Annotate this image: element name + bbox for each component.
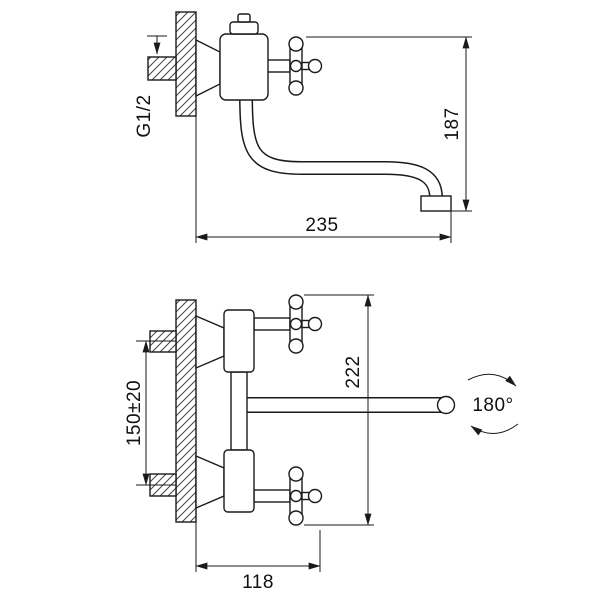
cross-handle-cold-icon <box>253 466 323 526</box>
wall-connector <box>147 56 177 81</box>
dim-235: 235 <box>195 116 452 243</box>
dim-187: 187 <box>306 36 472 212</box>
swivel-annotation: 180° <box>467 373 519 436</box>
dim-label-front-depth: 118 <box>242 572 274 593</box>
dim-118: 118 <box>195 522 321 593</box>
spout-aerator <box>420 195 452 212</box>
dim-label-top-height: 187 <box>442 107 463 140</box>
bonnet-screw <box>237 13 251 23</box>
spout-straight <box>238 395 456 415</box>
escutcheon <box>195 38 221 98</box>
dim-label-thread: G1/2 <box>134 94 155 137</box>
top-view: G1/2 187 235 <box>134 11 472 243</box>
thread-leader <box>147 35 167 55</box>
dim-150: 150±20 <box>124 340 176 486</box>
dim-label-swivel: 180° <box>472 395 513 416</box>
valve-bonnet <box>229 21 259 35</box>
valve-body-lower <box>223 449 255 513</box>
spout-curved <box>239 91 452 212</box>
dim-label-top-reach: 235 <box>305 215 338 236</box>
faucet-body <box>219 33 269 101</box>
dim-222: 222 <box>304 294 374 526</box>
escutcheon-upper <box>195 314 225 370</box>
body-tube <box>230 371 248 451</box>
valve-body-upper <box>223 309 255 373</box>
spout-tip <box>436 395 456 415</box>
front-view: 180° 150±20 222 118 <box>124 294 519 593</box>
dim-label-front-height: 222 <box>343 355 364 388</box>
escutcheon-lower <box>195 454 225 510</box>
wall-section-top-view <box>175 11 197 117</box>
wall-section-front-view <box>175 299 197 523</box>
dim-label-mount-spacing: 150±20 <box>124 380 145 446</box>
cross-handle-hot-icon <box>253 294 323 354</box>
